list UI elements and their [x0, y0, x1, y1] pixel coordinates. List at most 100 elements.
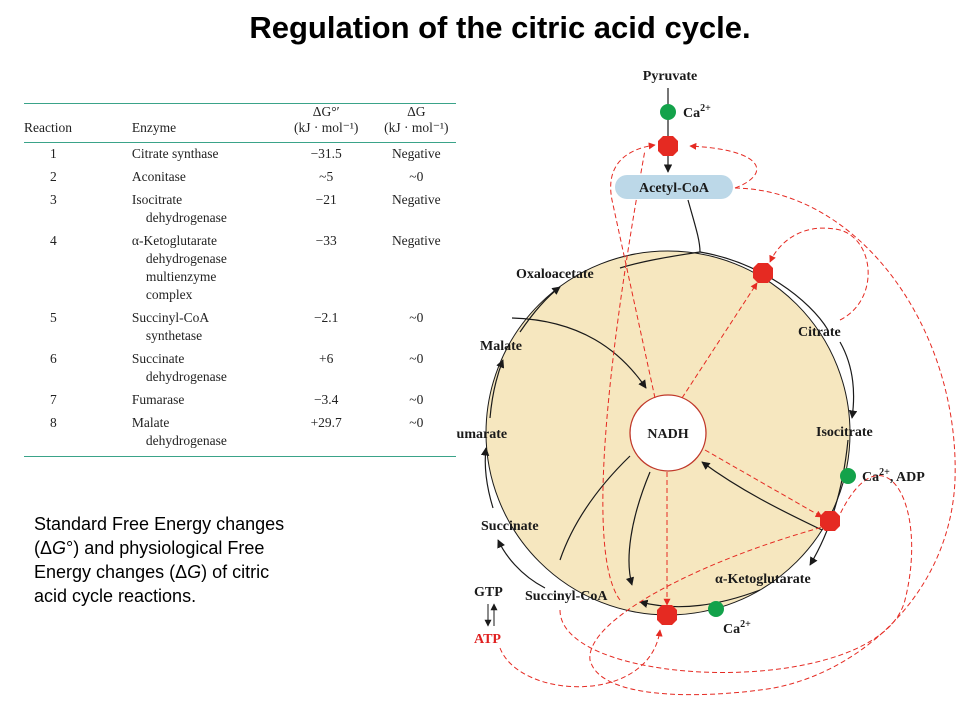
- acetyl-coa-box: [615, 175, 733, 199]
- inhibit-succinylcoa-to-cs: [559, 475, 913, 673]
- arrow-akg-to-nadh: [701, 461, 823, 531]
- enzyme-name-line: Citrate synthase: [131, 146, 219, 161]
- arrow-nadh-to-succinylcoa: [625, 471, 651, 586]
- table-row: 1 Citrate synthase −31.5 Negative: [24, 143, 456, 167]
- table-caption: Standard Free Energy changes (ΔG°) and p…: [34, 512, 384, 608]
- header-standard-dg: ΔG°′ (kJ · mol⁻¹): [276, 104, 379, 143]
- gtp-label: GTP: [474, 585, 503, 600]
- header-standard-dg-units: (kJ · mol⁻¹): [293, 120, 359, 135]
- cell-reaction: 2: [50, 169, 57, 184]
- cell-reaction: 1: [50, 146, 57, 161]
- inhibition-site-akg-dh: [657, 605, 677, 625]
- succinyl-coa-label: Succinyl-CoA: [525, 589, 608, 604]
- cell-standard-dg: +29.7: [310, 415, 342, 430]
- activator-ca-adp: [840, 468, 856, 484]
- arrow-succinate-to-fumarate: [480, 447, 494, 509]
- cell-enzyme: Aconitase: [132, 166, 276, 189]
- cell-standard-dg: −21: [315, 192, 337, 207]
- cell-physiological-dg: Negative: [391, 146, 441, 161]
- table-row: 3 Isocitrate dehydrogenase −21 Negative: [24, 189, 456, 230]
- cell-enzyme: Isocitrate dehydrogenase: [132, 189, 276, 230]
- succinate-label: Succinate: [481, 519, 539, 534]
- cell-reaction: 3: [50, 192, 57, 207]
- caption-line-1: Standard Free Energy changes: [34, 514, 285, 534]
- enzyme-name-line: Fumarase: [131, 392, 185, 407]
- cell-physiological-dg: ~0: [409, 415, 424, 430]
- enzyme-name-line: Aconitase: [131, 169, 186, 184]
- activator-ca-top: [660, 104, 676, 120]
- malate-label: Malate: [480, 339, 522, 354]
- enzyme-name-line: dehydrogenase: [145, 210, 227, 225]
- acetyl-coa-label: Acetyl-CoA: [639, 181, 710, 196]
- cell-standard-dg: −2.1: [313, 310, 339, 325]
- cell-standard-dg: −3.4: [313, 392, 339, 407]
- arrow-citrate-to-isocitrate: [839, 341, 858, 419]
- oxaloacetate-label: Oxaloacetate: [516, 267, 594, 282]
- inhibit-nadh-to-pdh: [610, 142, 656, 399]
- fumarate-label: Fumarate: [448, 427, 507, 442]
- arrow-acetylcoa-into-cycle: [687, 199, 701, 253]
- enzyme-name-line: Malate: [131, 415, 170, 430]
- header-physiological-dg-symbol: ΔG: [407, 104, 426, 119]
- inhibit-atp-to-enzymes: [589, 187, 956, 696]
- cell-standard-dg: −31.5: [310, 146, 342, 161]
- enzyme-name-line: multienzyme: [145, 269, 217, 284]
- cell-enzyme: Succinyl-CoA synthetase: [132, 307, 276, 348]
- cell-physiological-dg: ~0: [409, 392, 424, 407]
- inhibition-site-isocitrate-dh: [820, 511, 840, 531]
- arrow-fumarate-to-malate: [489, 359, 505, 419]
- cell-standard-dg: −33: [315, 233, 337, 248]
- cell-physiological-dg: ~0: [409, 310, 424, 325]
- cell-reaction: 4: [50, 233, 57, 248]
- cell-standard-dg: ~5: [319, 169, 334, 184]
- nadh-label: NADH: [647, 427, 688, 442]
- cell-enzyme: Fumarase: [132, 389, 276, 412]
- caption-line-2: (ΔG°) and physiological Free: [34, 538, 265, 558]
- ca-bottom-label: Ca2+: [723, 619, 751, 637]
- activator-ca-bottom: [708, 601, 724, 617]
- enzyme-name-line: Succinyl-CoA: [131, 310, 210, 325]
- cell-enzyme: Citrate synthase: [132, 143, 276, 167]
- free-energy-table-grid: Reaction Enzyme ΔG°′ (kJ · mol⁻¹) ΔG (kJ…: [24, 103, 456, 457]
- pyruvate-label: Pyruvate: [643, 69, 697, 84]
- table-header-row: Reaction Enzyme ΔG°′ (kJ · mol⁻¹) ΔG (kJ…: [24, 104, 456, 143]
- enzyme-name-line: synthetase: [145, 328, 203, 343]
- inhibition-site-pdh: [658, 136, 678, 156]
- arrow-acetyl-to-citrate: [699, 251, 829, 331]
- table-row: 8 Malate dehydrogenase +29.7 ~0: [24, 412, 456, 457]
- cell-reaction: 6: [50, 351, 57, 366]
- enzyme-name-line: dehydrogenase: [145, 433, 227, 448]
- cell-standard-dg: +6: [319, 351, 334, 366]
- table-row: 7 Fumarase −3.4 ~0: [24, 389, 456, 412]
- enzyme-name-line: Isocitrate: [131, 192, 183, 207]
- cell-physiological-dg: ~0: [409, 169, 424, 184]
- header-enzyme: Enzyme: [131, 120, 177, 135]
- caption-line-3: Energy changes (ΔG) of citric: [34, 562, 270, 582]
- inhibit-acetylcoa-to-pdh: [689, 142, 758, 189]
- cell-physiological-dg: Negative: [391, 192, 441, 207]
- isocitrate-label: Isocitrate: [816, 425, 873, 440]
- header-reaction: Reaction: [24, 120, 72, 135]
- atp-label: ATP: [474, 632, 501, 647]
- inhibit-atp-to-akgdh: [499, 629, 663, 688]
- inhibit-nadh-to-citrate-synthase: [681, 282, 758, 399]
- cell-reaction: 7: [50, 392, 57, 407]
- inhibit-nadh-to-icdh: [704, 449, 823, 518]
- inhibit-succinylcoa-to-pdh: [602, 149, 646, 601]
- arrow-succinate-fumarate-nadh: [559, 455, 631, 561]
- cell-physiological-dg: ~0: [409, 351, 424, 366]
- alpha-ketoglutarate-label: α-Ketoglutarate: [715, 572, 811, 587]
- cell-reaction: 8: [50, 415, 57, 430]
- caption-line-4: acid cycle reactions.: [34, 586, 197, 606]
- page-title: Regulation of the citric acid cycle.: [249, 10, 751, 45]
- arrow-malate-to-nadh: [511, 317, 647, 389]
- arrow-malate-to-oxaloacetate: [519, 286, 561, 333]
- citrate-label: Citrate: [798, 325, 841, 340]
- header-physiological-dg-units: (kJ · mol⁻¹): [384, 120, 449, 135]
- header-physiological-dg: ΔG (kJ · mol⁻¹): [379, 104, 456, 143]
